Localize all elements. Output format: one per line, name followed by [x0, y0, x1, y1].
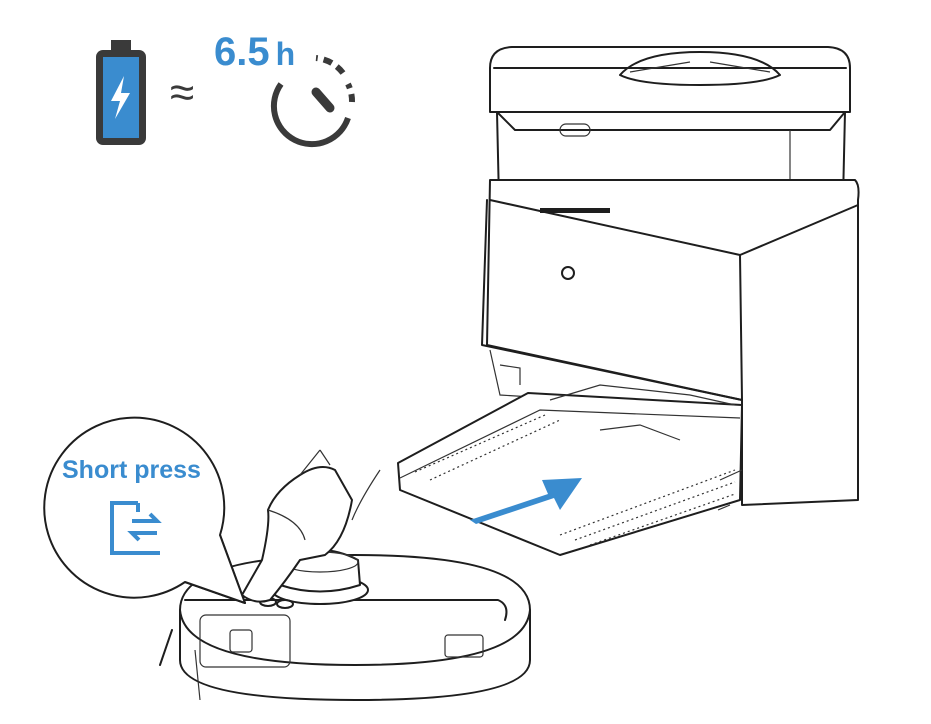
base-station — [397, 46, 860, 556]
arrow-right-icon — [470, 478, 582, 524]
callout-label: Short press — [62, 456, 201, 484]
approx-symbol: ≈ — [170, 68, 195, 117]
hand-pressing — [241, 449, 381, 603]
runtime-number: 6.5 — [214, 30, 270, 74]
timer-icon — [270, 55, 355, 148]
switch-mode-icon — [110, 501, 162, 555]
battery-charging-icon — [96, 40, 146, 145]
runtime-unit: h — [275, 36, 296, 72]
ramp-treads — [414, 414, 736, 546]
callout-bubble — [43, 416, 246, 604]
